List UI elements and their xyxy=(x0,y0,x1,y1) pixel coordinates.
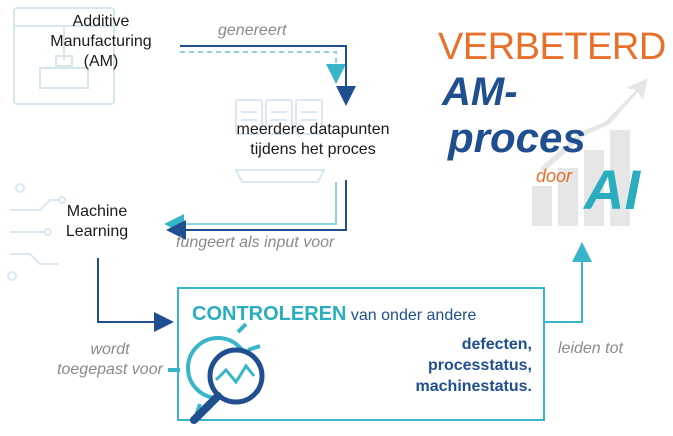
result-title-door: door xyxy=(536,166,573,186)
control-rest: van onder andere xyxy=(350,307,477,324)
node-am-line1: Additive xyxy=(72,13,130,30)
edge-label-applied: wordt toegepast voor xyxy=(40,340,180,380)
edge-label-applied-line2: toegepast voor xyxy=(57,361,163,378)
result-title-am: AM- xyxy=(442,70,518,114)
control-item-machine: machinestatus. xyxy=(415,378,532,395)
arrow-generates xyxy=(180,45,356,106)
control-title: CONTROLEREN xyxy=(192,303,347,325)
edge-label-applied-line1: wordt xyxy=(90,341,130,358)
result-title-proces: proces xyxy=(448,114,586,161)
node-additive-manufacturing: Additive Manufacturing (AM) xyxy=(36,12,166,72)
documents-icon xyxy=(234,99,326,183)
edge-label-input: fungeert als input voor xyxy=(176,234,335,251)
arrow-lead xyxy=(545,242,592,323)
node-am-line3: (AM) xyxy=(83,53,119,70)
node-am-line2: Manufacturing xyxy=(50,33,152,50)
result-title-ai: AI xyxy=(584,158,640,221)
edge-label-lead: leiden tot xyxy=(558,340,623,357)
control-heading: CONTROLEREN van onder andere xyxy=(192,303,538,326)
node-ml-line1: Machine xyxy=(66,203,128,220)
growth-chart-icon xyxy=(532,78,648,226)
control-item-defects: defecten, xyxy=(461,336,532,353)
edge-label-generates: genereert xyxy=(218,22,287,39)
node-machine-learning: Machine Learning xyxy=(52,202,142,242)
arrow-input-shadow xyxy=(164,182,337,234)
circuit-icon xyxy=(7,183,66,281)
arrow-applied xyxy=(97,258,174,332)
control-item-process: processtatus, xyxy=(427,357,532,374)
3d-printer-icon xyxy=(13,7,115,105)
node-data-line2: tijdens het proces xyxy=(250,141,376,158)
node-ml-line2: Learning xyxy=(65,223,129,240)
arrow-input xyxy=(166,180,347,240)
arrow-generates-shadow xyxy=(180,51,346,84)
node-datapoints: meerdere datapunten tijdens het proces xyxy=(208,120,418,160)
control-items: defecten, processtatus, machinestatus. xyxy=(380,334,532,397)
result-title-verbeterd: VERBETERD xyxy=(438,26,666,68)
node-data-line1: meerdere datapunten xyxy=(236,121,390,138)
